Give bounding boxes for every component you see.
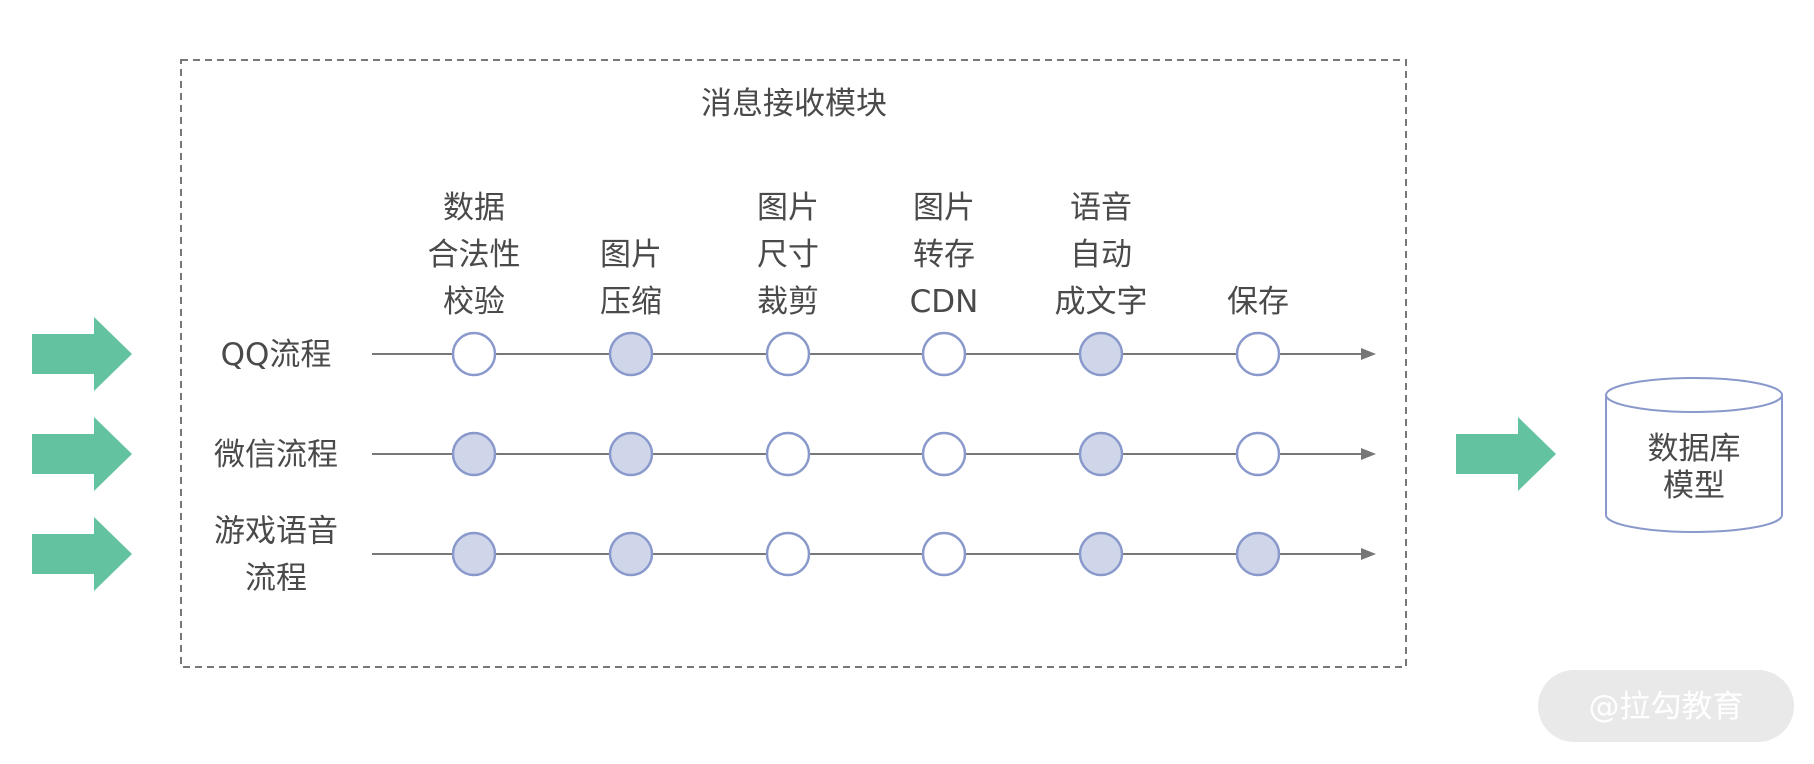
step-node-filled <box>451 431 497 477</box>
step-node-empty <box>921 531 967 577</box>
step-node-empty <box>921 431 967 477</box>
step-node-filled <box>1078 431 1124 477</box>
input-arrows <box>32 317 132 591</box>
step-label: 裁剪 <box>757 284 819 320</box>
step-label: 图片 <box>600 237 662 273</box>
watermark-text: @拉勾教育 <box>1589 689 1744 725</box>
step-node-filled <box>608 431 654 477</box>
db-label: 模型 <box>1663 468 1725 504</box>
flow-arrowhead <box>1361 448 1376 460</box>
step-label: 语音 <box>1070 190 1132 226</box>
step-label: 转存 <box>913 237 975 273</box>
step-label: 自动 <box>1070 237 1132 273</box>
step-node-empty <box>765 431 811 477</box>
step-label: 校验 <box>443 284 505 320</box>
step-node-filled <box>608 331 654 377</box>
step-node-filled <box>451 531 497 577</box>
step-node-empty <box>1235 431 1281 477</box>
step-node-filled <box>1235 531 1281 577</box>
input-arrow <box>32 317 132 391</box>
flow-row: 微信流程 <box>214 431 1376 477</box>
step-node-filled <box>1078 531 1124 577</box>
step-node-empty <box>921 331 967 377</box>
module-box <box>180 59 1407 668</box>
step-node-empty <box>765 531 811 577</box>
flow-arrowhead <box>1361 348 1376 360</box>
step-label: 压缩 <box>600 284 662 320</box>
step-label: 保存 <box>1227 284 1289 320</box>
step-label: CDN <box>910 284 979 320</box>
step-labels: 数据合法性校验图片压缩图片尺寸裁剪图片转存CDN语音自动成文字保存 <box>428 190 1290 320</box>
output-arrow <box>1456 417 1556 491</box>
flow-arrowhead <box>1361 548 1376 560</box>
step-node-empty <box>1235 331 1281 377</box>
flow-label: 游戏语音 <box>214 514 338 550</box>
input-arrow <box>32 417 132 491</box>
step-label: 合法性 <box>428 237 521 273</box>
step-node-filled <box>608 531 654 577</box>
flow-row: QQ流程 <box>221 331 1376 377</box>
step-label: 尺寸 <box>757 237 819 273</box>
db-top <box>1605 377 1783 413</box>
flow-label: 流程 <box>245 561 307 597</box>
flow-label: QQ流程 <box>221 337 332 373</box>
db-label: 数据库 <box>1648 431 1741 467</box>
step-node-empty <box>765 331 811 377</box>
watermark-badge <box>1538 670 1794 742</box>
module-title: 消息接收模块 <box>701 86 887 122</box>
step-label: 图片 <box>757 190 819 226</box>
watermark: @拉勾教育 <box>1538 670 1794 742</box>
step-label: 数据 <box>443 190 505 226</box>
db-body <box>1605 395 1783 533</box>
step-label: 成文字 <box>1055 284 1148 320</box>
input-arrow <box>32 517 132 591</box>
step-node-filled <box>1078 331 1124 377</box>
step-label: 图片 <box>913 190 975 226</box>
step-node-empty <box>451 331 497 377</box>
flow-label: 微信流程 <box>214 437 338 473</box>
